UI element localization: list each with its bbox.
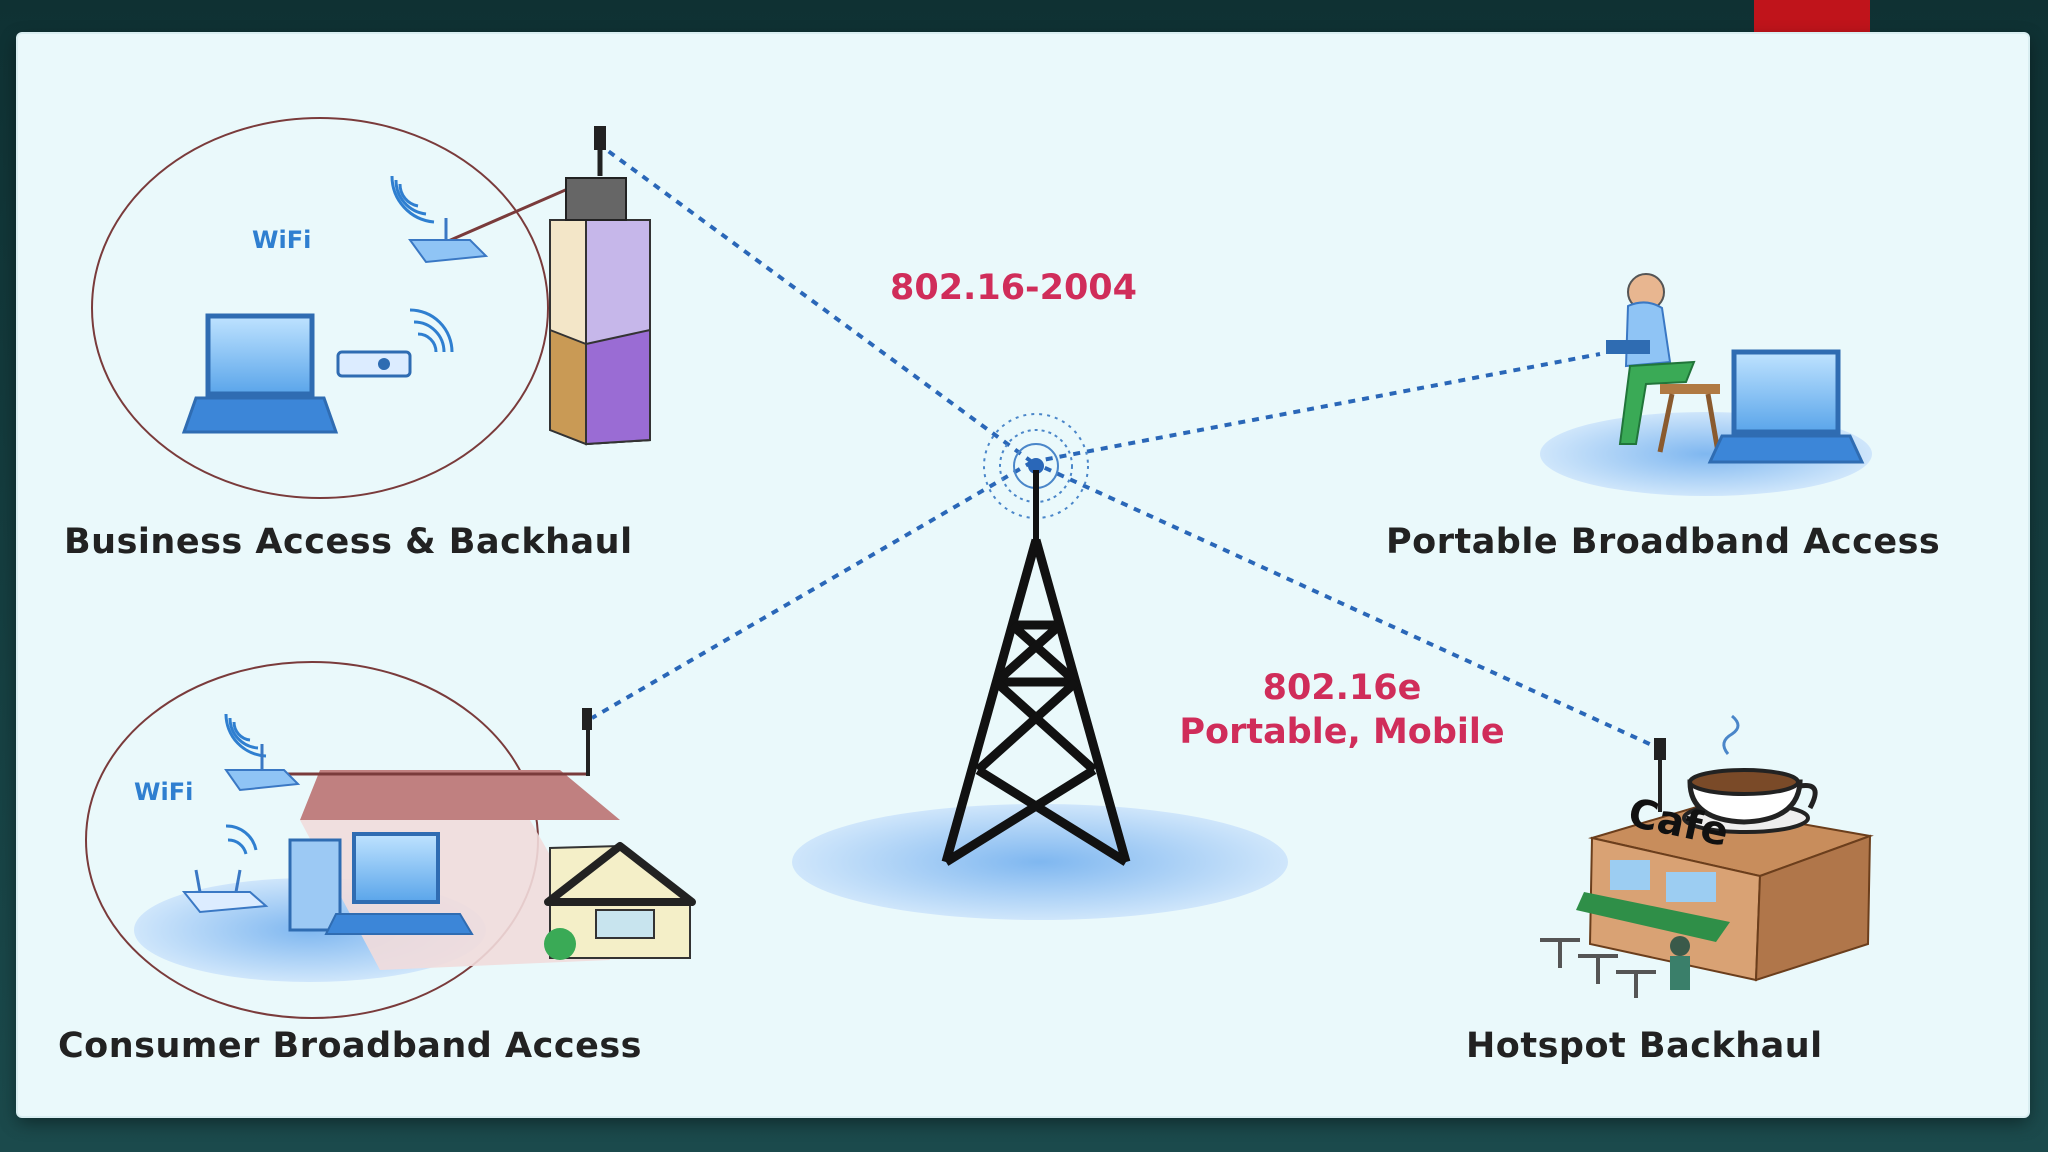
wireless-links [590, 146, 1655, 748]
label-wifi-business: WiFi [252, 226, 312, 254]
label-standard-802-16e-line1: 802.16e [1262, 668, 1422, 708]
house-icon [544, 842, 696, 960]
projector-icon [336, 350, 412, 378]
router-icon [408, 218, 489, 264]
link-hotspot [1031, 460, 1655, 748]
desktop-icon [288, 832, 474, 935]
link-consumer [590, 460, 1034, 720]
router-icon [181, 869, 269, 914]
antenna-icon [1654, 738, 1666, 812]
person-icon [1670, 936, 1690, 990]
label-hotspot-backhaul: Hotspot Backhaul [1466, 1026, 1823, 1066]
slide-accent-tab [1754, 0, 1870, 32]
wifi-waves-icon [390, 175, 435, 224]
laptop-icon [1707, 349, 1865, 464]
wifi-waves-icon [224, 713, 267, 855]
cafe-icon [1576, 738, 1874, 982]
label-portable-broadband: Portable Broadband Access [1386, 522, 1941, 562]
wifi-waves-icon [409, 308, 454, 353]
cafe-tables [1540, 938, 1656, 998]
link-business [602, 146, 1034, 464]
coffee-cup-icon [1682, 714, 1818, 834]
label-standard-802-16e-line2: Portable, Mobile [1179, 712, 1505, 752]
portable-scene [1540, 273, 1872, 496]
hotspot-scene [1540, 714, 1874, 998]
laptop-icon [181, 313, 339, 434]
label-consumer-broadband: Consumer Broadband Access [58, 1026, 643, 1066]
person-icon [1606, 273, 1721, 453]
label-standard-802-16-2004: 802.16-2004 [890, 268, 1137, 308]
label-wifi-consumer: WiFi [134, 778, 194, 806]
building-icon [549, 126, 651, 446]
label-business-access: Business Access & Backhaul [64, 522, 633, 562]
router-icon [224, 744, 301, 792]
link-portable [1031, 352, 1601, 464]
tower-icon [792, 413, 1288, 920]
label-standard-802-16e: 802.16e Portable, Mobile [1162, 666, 1522, 754]
business-scene [91, 117, 651, 499]
antenna-icon [582, 708, 592, 776]
consumer-scene [85, 661, 696, 1019]
